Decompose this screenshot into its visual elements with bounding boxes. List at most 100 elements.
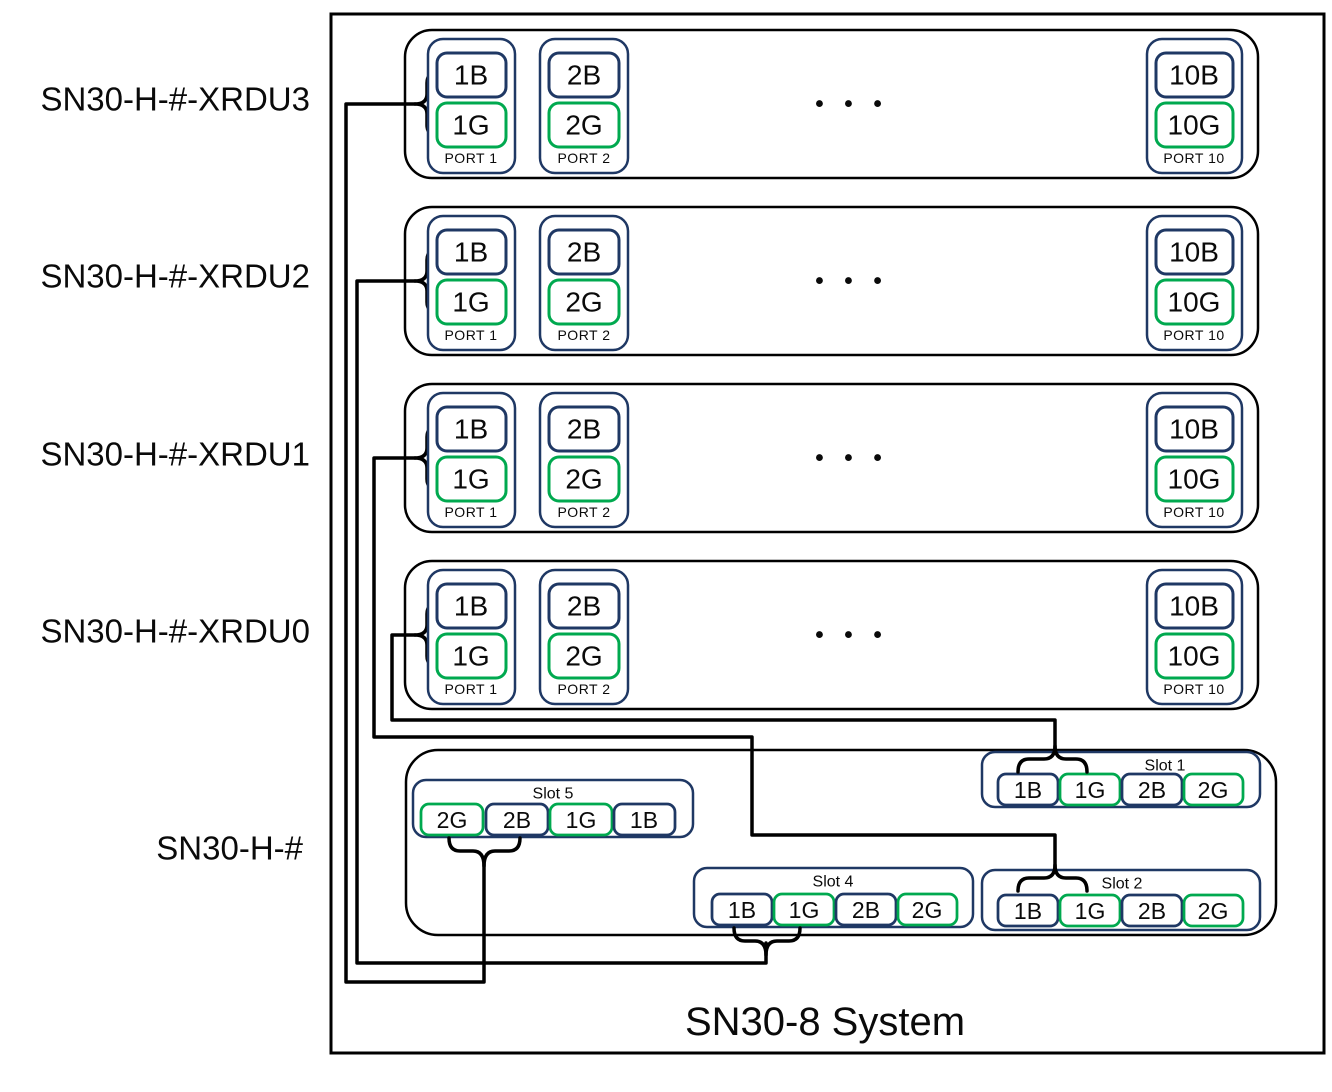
slot4-chip-2b (834, 892, 898, 927)
slot1-chip-1b-label: 1B (1014, 777, 1042, 803)
slot5-chip-2g (419, 802, 485, 837)
xrdu0-port1-b-label: 1B (454, 591, 488, 622)
xrdu1-port1-g-label: 1G (452, 464, 489, 495)
xrdu2-port1-g-label: 1G (452, 287, 489, 318)
xrdu2-port10-name: PORT 10 (1163, 327, 1224, 343)
xrdu2-port1-name: PORT 1 (444, 327, 497, 343)
xrdu2-port1-g-box (435, 278, 508, 326)
wire-xrdu3-slot5 (344, 102, 486, 984)
slot5-label: Slot 5 (533, 786, 574, 803)
xrdu0-port10-g-box (1154, 632, 1235, 680)
xrdu1-port2-name: PORT 2 (557, 504, 610, 520)
xrdu3-port2-g-label: 2G (565, 110, 602, 141)
slot4-chip-2g-label: 2G (912, 897, 943, 923)
xrdu2-port10-b-box (1154, 228, 1235, 276)
slot2-label: Slot 2 (1102, 876, 1143, 893)
slot5-chip-2b-label: 2B (503, 807, 531, 833)
slot5-chip-1g (548, 802, 614, 837)
slot2-chip-2b-label: 2B (1138, 898, 1166, 924)
xrdu2-port1-b-box (435, 228, 508, 276)
slot2-chip-2g (1182, 893, 1245, 928)
slot4-chip-2g (896, 892, 959, 927)
xrdu3-port2-name: PORT 2 (557, 150, 610, 166)
xrdu0-port10-b-label: 10B (1169, 591, 1219, 622)
slot5-brace (447, 836, 522, 868)
slot4-brace (732, 926, 802, 957)
slot4-label: Slot 4 (813, 874, 854, 891)
xrdu1-port2-b-box (547, 405, 621, 453)
wire-xrdu1-slot2 (372, 456, 1057, 874)
xrdu1-port1-g-box (435, 455, 508, 503)
xrdu0-chassis-box (403, 559, 1260, 711)
wire-xrdu0-slot1 (390, 633, 1057, 755)
xrdu3-port1-name: PORT 1 (444, 150, 497, 166)
xrdu3-port2-b-label: 2B (567, 60, 601, 91)
xrdu1-port1-b-label: 1B (454, 414, 488, 445)
xrdu0-port2-g-box (547, 632, 621, 680)
xrdu3-port10-b-label: 10B (1169, 60, 1219, 91)
xrdu2-port2-b-box (547, 228, 621, 276)
chassis-container (404, 748, 1278, 937)
slot1-label: Slot 1 (1145, 758, 1186, 775)
xrdu1-port1-b-box (435, 405, 508, 453)
xrdu3-port2-g-box (547, 101, 621, 149)
xrdu2-port10-g-box (1154, 278, 1235, 326)
xrdu3-port2-b-box (547, 51, 621, 99)
slot5-chip-1g-label: 1G (566, 807, 597, 833)
xrdu3-port10-name: PORT 10 (1163, 150, 1224, 166)
slot1-chip-1g-label: 1G (1075, 777, 1106, 803)
slot4-chip-1g-label: 1G (789, 897, 820, 923)
xrdu1-port10-b-label: 10B (1169, 414, 1219, 445)
slot4-chip-1g (772, 892, 836, 927)
xrdu2-port2-b-label: 2B (567, 237, 601, 268)
xrdu2-chassis-box (403, 205, 1260, 357)
xrdu1-chassis-box (403, 382, 1260, 534)
slot2-brace (1016, 863, 1089, 893)
xrdu3-port10-g-box (1154, 101, 1235, 149)
label-xrdu1: SN30-H-#-XRDU1 (40, 436, 310, 473)
xrdu0-ellipsis: • • • (815, 622, 889, 649)
xrdu0-port1-b-box (435, 582, 508, 630)
xrdu2-port2-g-box (547, 278, 621, 326)
slot2-chip-1g-label: 1G (1075, 898, 1106, 924)
label-xrdu0: SN30-H-#-XRDU0 (40, 613, 310, 650)
xrdu2-port1-b-label: 1B (454, 237, 488, 268)
slot4-chip-1b (710, 892, 774, 927)
xrdu0-port2-b-label: 2B (567, 591, 601, 622)
xrdu0-port10-g-label: 10G (1168, 641, 1221, 672)
slot5-chip-2g-label: 2G (437, 807, 468, 833)
xrdu1-port10-name: PORT 10 (1163, 504, 1224, 520)
xrdu2-port2-name: PORT 2 (557, 327, 610, 343)
xrdu2-port2-g-label: 2G (565, 287, 602, 318)
xrdu1-port2-g-box (547, 455, 621, 503)
slot5-chip-1b (612, 802, 677, 837)
label-xrdu3: SN30-H-#-XRDU3 (40, 81, 310, 118)
xrdu3-port10-b-box (1154, 51, 1235, 99)
slot2-chip-2g-label: 2G (1198, 898, 1229, 924)
xrdu0-port1-name: PORT 1 (444, 681, 497, 697)
slot1-chip-2g (1182, 772, 1245, 807)
xrdu0-port2-b-box (547, 582, 621, 630)
label-chassis: SN30-H-# (156, 830, 303, 867)
xrdu3-port10-g-label: 10G (1168, 110, 1221, 141)
xrdu1-port1-name: PORT 1 (444, 504, 497, 520)
slot2-chip-1b (996, 893, 1060, 928)
xrdu2-ellipsis: • • • (815, 268, 889, 295)
xrdu1-ellipsis: • • • (815, 445, 889, 472)
xrdu3-port1-b-label: 1B (454, 60, 488, 91)
slot1-chip-2g-label: 2G (1198, 777, 1229, 803)
xrdu1-port10-g-box (1154, 455, 1235, 503)
xrdu0-port10-b-box (1154, 582, 1235, 630)
slot2-chip-1b-label: 1B (1014, 898, 1042, 924)
slot4-chip-2b-label: 2B (852, 897, 880, 923)
xrdu2-port10-g-label: 10G (1168, 287, 1221, 318)
system-box (329, 12, 1326, 1055)
slot1-chip-2b-label: 2B (1138, 777, 1166, 803)
xrdu1-port2-b-label: 2B (567, 414, 601, 445)
xrdu0-port10-name: PORT 10 (1163, 681, 1224, 697)
xrdu3-port1-g-label: 1G (452, 110, 489, 141)
label-xrdu2: SN30-H-#-XRDU2 (40, 258, 310, 295)
slot2-chip-1g (1058, 893, 1122, 928)
xrdu3-ellipsis: • • • (815, 91, 889, 118)
